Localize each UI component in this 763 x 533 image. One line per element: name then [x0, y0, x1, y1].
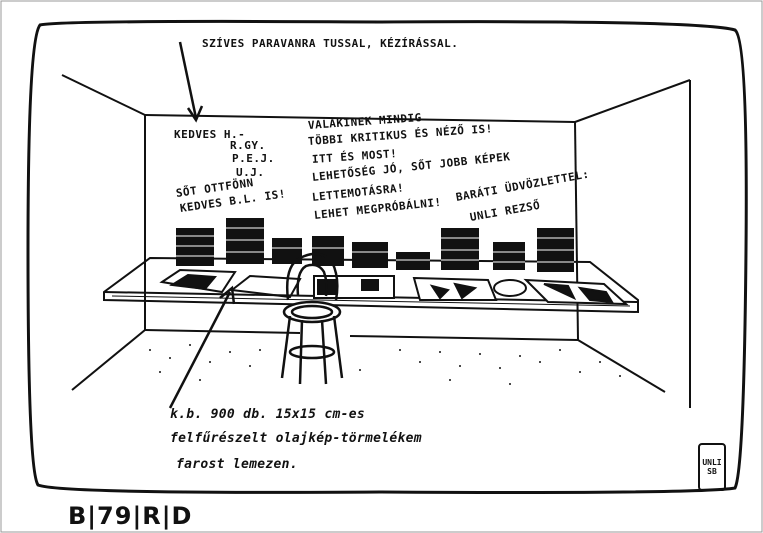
archive-code: B|79|R|D — [68, 502, 193, 530]
name-line-1: KEDVES H.- — [174, 128, 246, 141]
frame-border — [26, 19, 748, 494]
bentwood-chair — [280, 252, 344, 385]
arrows — [168, 41, 236, 409]
stack-lines — [176, 227, 574, 263]
name-line-4: U.J. — [236, 166, 265, 179]
bottom-note-line-3: farost lemezen. — [176, 457, 298, 472]
stamp-line-1: UNLI — [702, 458, 722, 467]
name-line-2: R.GY. — [230, 139, 266, 152]
bottom-note-line-1: k.b. 900 db. 15x15 cm-es — [170, 407, 366, 422]
stamp-line-2: SB — [707, 467, 717, 476]
bottom-note-line-2: felfűrészelt olajkép-törmelékem — [170, 431, 422, 446]
floor-dots — [149, 344, 621, 385]
room-walls — [61, 74, 691, 408]
name-line-3: P.E.J. — [232, 152, 275, 165]
laid-panels — [159, 268, 629, 306]
top-note: SZÍVES PARAVANRA TUSSAL, KÉZÍRÁSSAL. — [202, 37, 459, 50]
artist-stamp: UNLI SB — [698, 443, 726, 491]
panel-stacks — [176, 218, 574, 272]
